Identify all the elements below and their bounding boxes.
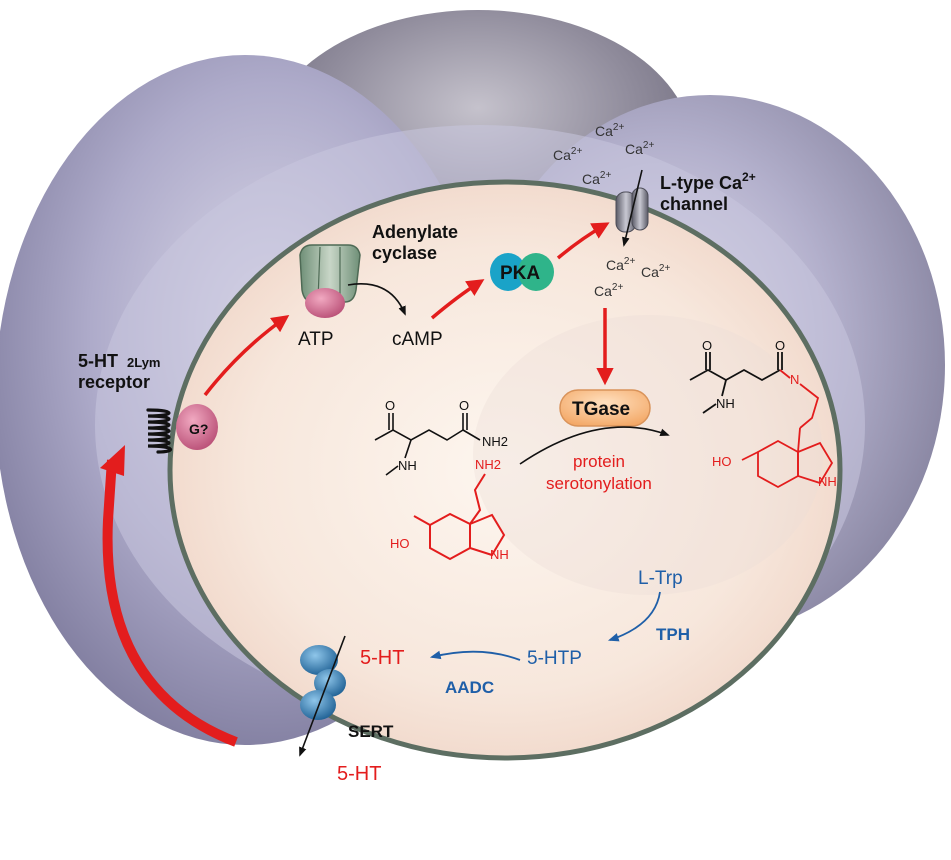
product-o-1: O	[702, 338, 712, 353]
receptor-group: 5-HT 2Lym receptor G?	[78, 351, 218, 454]
glutamine-o-2: O	[459, 398, 469, 413]
receptor-label-sub: 2Lym	[127, 355, 160, 370]
tgase-icon	[559, 389, 651, 427]
biosynthesis-pathway: L-Trp TPH 5-HTP AADC 5-HT	[360, 568, 690, 697]
ltrp-label: L-Trp	[638, 568, 683, 589]
calcium-inside: Ca2+ Ca2+ Ca2+	[594, 256, 670, 299]
arrow-ca-influx	[622, 169, 643, 247]
sert-group: SERT	[299, 635, 394, 757]
arrow-atp-to-camp	[347, 283, 406, 316]
serotonylation-line1: protein	[573, 452, 625, 471]
glutamine-o-1: O	[385, 398, 395, 413]
receptor-label-main: 5-HT	[78, 351, 118, 371]
adenylate-cyclase-group: Adenylate cyclase ATP cAMP	[298, 222, 458, 350]
pka-icon-left	[490, 253, 526, 291]
pka-group: PKA	[490, 253, 554, 291]
arrow-serotonylation	[519, 426, 670, 465]
cell-body	[0, 10, 945, 761]
tph-label: TPH	[656, 625, 690, 644]
sert-icon-top	[300, 645, 338, 675]
glutamine-nh2: NH2	[482, 434, 508, 449]
pka-label: PKA	[500, 263, 540, 284]
sert-icon-middle	[314, 669, 346, 697]
cytoplasm	[167, 179, 843, 761]
serotonin-mini	[373, 804, 418, 835]
receptor-icon	[146, 408, 172, 454]
glutamine-nh: NH	[398, 458, 417, 473]
g-protein-icon	[176, 404, 218, 450]
channel-label-line2: channel	[660, 194, 728, 214]
ca-ion: Ca2+	[625, 140, 654, 157]
serotonin-mini	[265, 796, 310, 827]
glutamine-molecule: O O NH2 NH	[374, 398, 508, 476]
sert-icon-bottom	[300, 690, 336, 720]
arrow-autocrine-loop	[102, 459, 238, 747]
cyclase-label-line2: cyclase	[372, 243, 437, 263]
serotonylation-line2: serotonylation	[546, 474, 652, 493]
serotonylated-product: O O NH N NH HO	[689, 338, 837, 489]
atp-label: ATP	[298, 329, 334, 350]
5ht-extracellular-label: 5-HT	[337, 763, 381, 785]
g-protein-label: G?	[189, 421, 208, 437]
channel-label-line1: L-type Ca2+	[660, 170, 756, 193]
product-nh-ring: NH	[818, 474, 837, 489]
aadc-label: AADC	[445, 678, 494, 697]
cyclase-label-line1: Adenylate	[372, 222, 458, 242]
arrow-ltrp-to-5htp	[607, 591, 661, 642]
tgase-label: TGase	[572, 399, 630, 420]
product-o-2: O	[775, 338, 785, 353]
arrow-g-to-cyclase	[203, 314, 290, 397]
ca-ion: Ca2+	[595, 122, 624, 139]
serotonin-nh: NH	[490, 547, 509, 562]
extracellular-serotonin-pool: 5-HT	[208, 763, 418, 850]
pka-icon-right	[518, 253, 554, 291]
5htp-label: 5-HTP	[527, 648, 582, 669]
nucleus-shadow	[473, 315, 823, 595]
ca-ion: Ca2+	[594, 282, 623, 299]
tgase-group: TGase protein serotonylation	[519, 389, 670, 493]
serotonin-ho: HO	[390, 536, 410, 551]
5ht-intracellular-label: 5-HT	[360, 647, 404, 669]
calcium-outside: Ca2+ Ca2+ Ca2+ Ca2+	[553, 122, 654, 187]
product-nh: NH	[716, 396, 735, 411]
cyclase-catalytic-icon	[305, 288, 345, 318]
ca-ion: Ca2+	[606, 256, 635, 273]
arrow-5htp-to-5ht	[429, 650, 521, 661]
calcium-channel-group: L-type Ca2+ channel	[615, 169, 756, 247]
serotonin-nh2: NH2	[475, 457, 501, 472]
serotonin-mini	[305, 819, 350, 850]
camp-label: cAMP	[392, 329, 443, 350]
arrow-sert-efflux	[299, 635, 346, 757]
serotonin-mini	[208, 774, 253, 805]
ca-ion: Ca2+	[582, 170, 611, 187]
arrow-camp-to-pka	[430, 279, 485, 320]
receptor-label-line2: receptor	[78, 372, 150, 392]
ca-ion: Ca2+	[553, 146, 582, 163]
ca-ion: Ca2+	[641, 263, 670, 280]
arrow-pka-to-channel	[556, 222, 610, 260]
product-n: N	[790, 372, 799, 387]
sert-label: SERT	[348, 722, 394, 741]
product-ho: HO	[712, 454, 732, 469]
serotonin-substrate-molecule: NH2 NH HO	[390, 457, 509, 562]
